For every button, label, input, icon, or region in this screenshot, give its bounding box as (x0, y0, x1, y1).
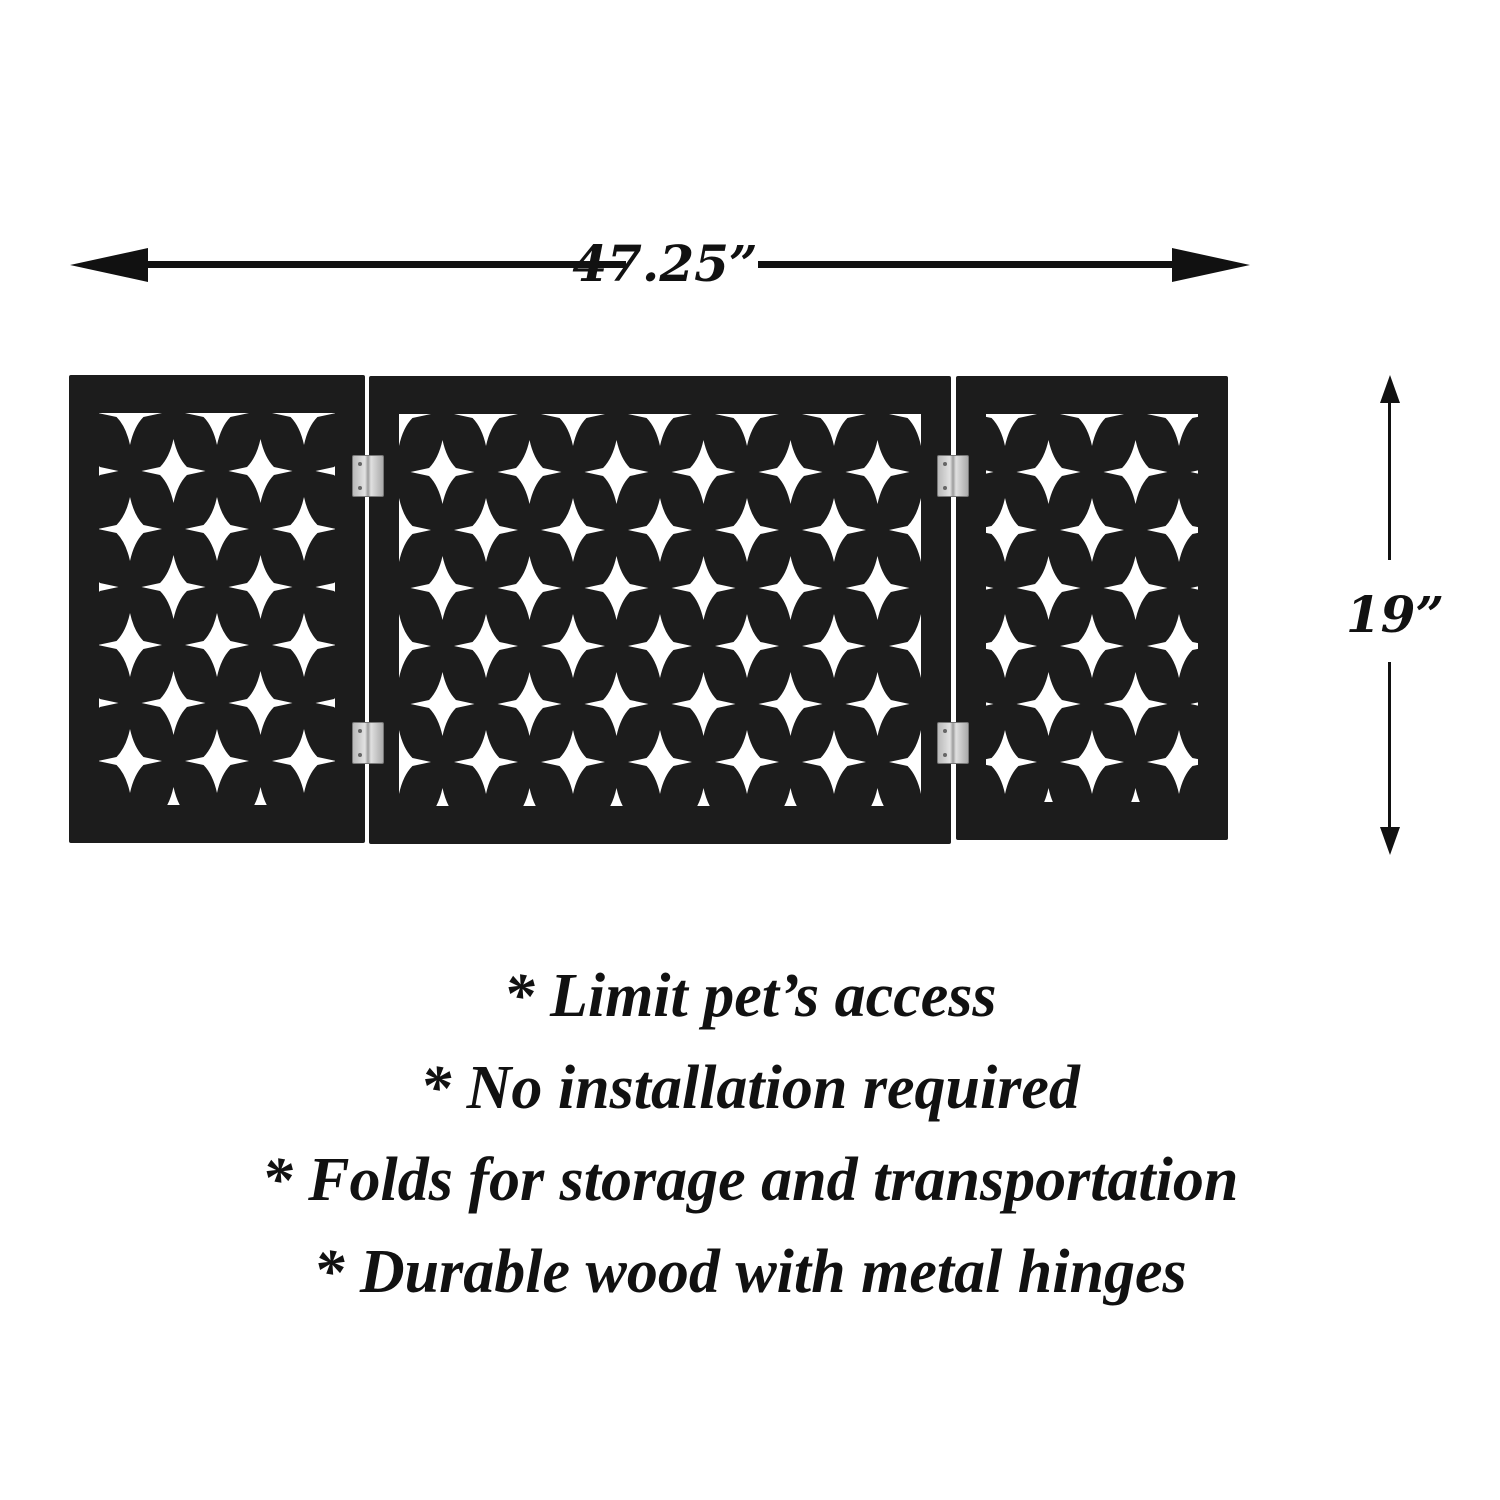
hinge-icon (937, 722, 969, 764)
arrow-left-icon (70, 248, 148, 282)
pet-gate-image (69, 375, 1228, 844)
feature-item: * Limit pet’s access (503, 962, 997, 1030)
center-panel (369, 376, 951, 844)
width-dimension: 47.25” (70, 234, 1250, 293)
width-line-left (140, 261, 626, 268)
lattice-pattern-icon (986, 414, 1198, 802)
right-panel (956, 376, 1228, 840)
height-line-top (1388, 400, 1391, 560)
feature-item: * Folds for storage and transportation (261, 1146, 1239, 1214)
left-panel (69, 375, 365, 843)
arrow-down-icon (1380, 827, 1400, 855)
lattice-pattern-icon (99, 413, 335, 805)
feature-item: * Durable wood with metal hinges (313, 1238, 1187, 1306)
width-line-right (758, 261, 1178, 268)
lattice-pattern-icon (399, 414, 921, 806)
hinge-icon (937, 455, 969, 497)
feature-list: * Limit pet’s access * No installation r… (0, 950, 1500, 1318)
width-label: 47.25” (572, 234, 758, 293)
feature-item: * No installation required (420, 1054, 1080, 1122)
hinge-icon (352, 455, 384, 497)
height-line-bottom (1388, 662, 1391, 832)
arrow-up-icon (1380, 375, 1400, 403)
height-dimension: 19” (1340, 375, 1444, 855)
arrow-right-icon (1172, 248, 1250, 282)
hinge-icon (352, 722, 384, 764)
height-label: 19” (1345, 585, 1445, 644)
